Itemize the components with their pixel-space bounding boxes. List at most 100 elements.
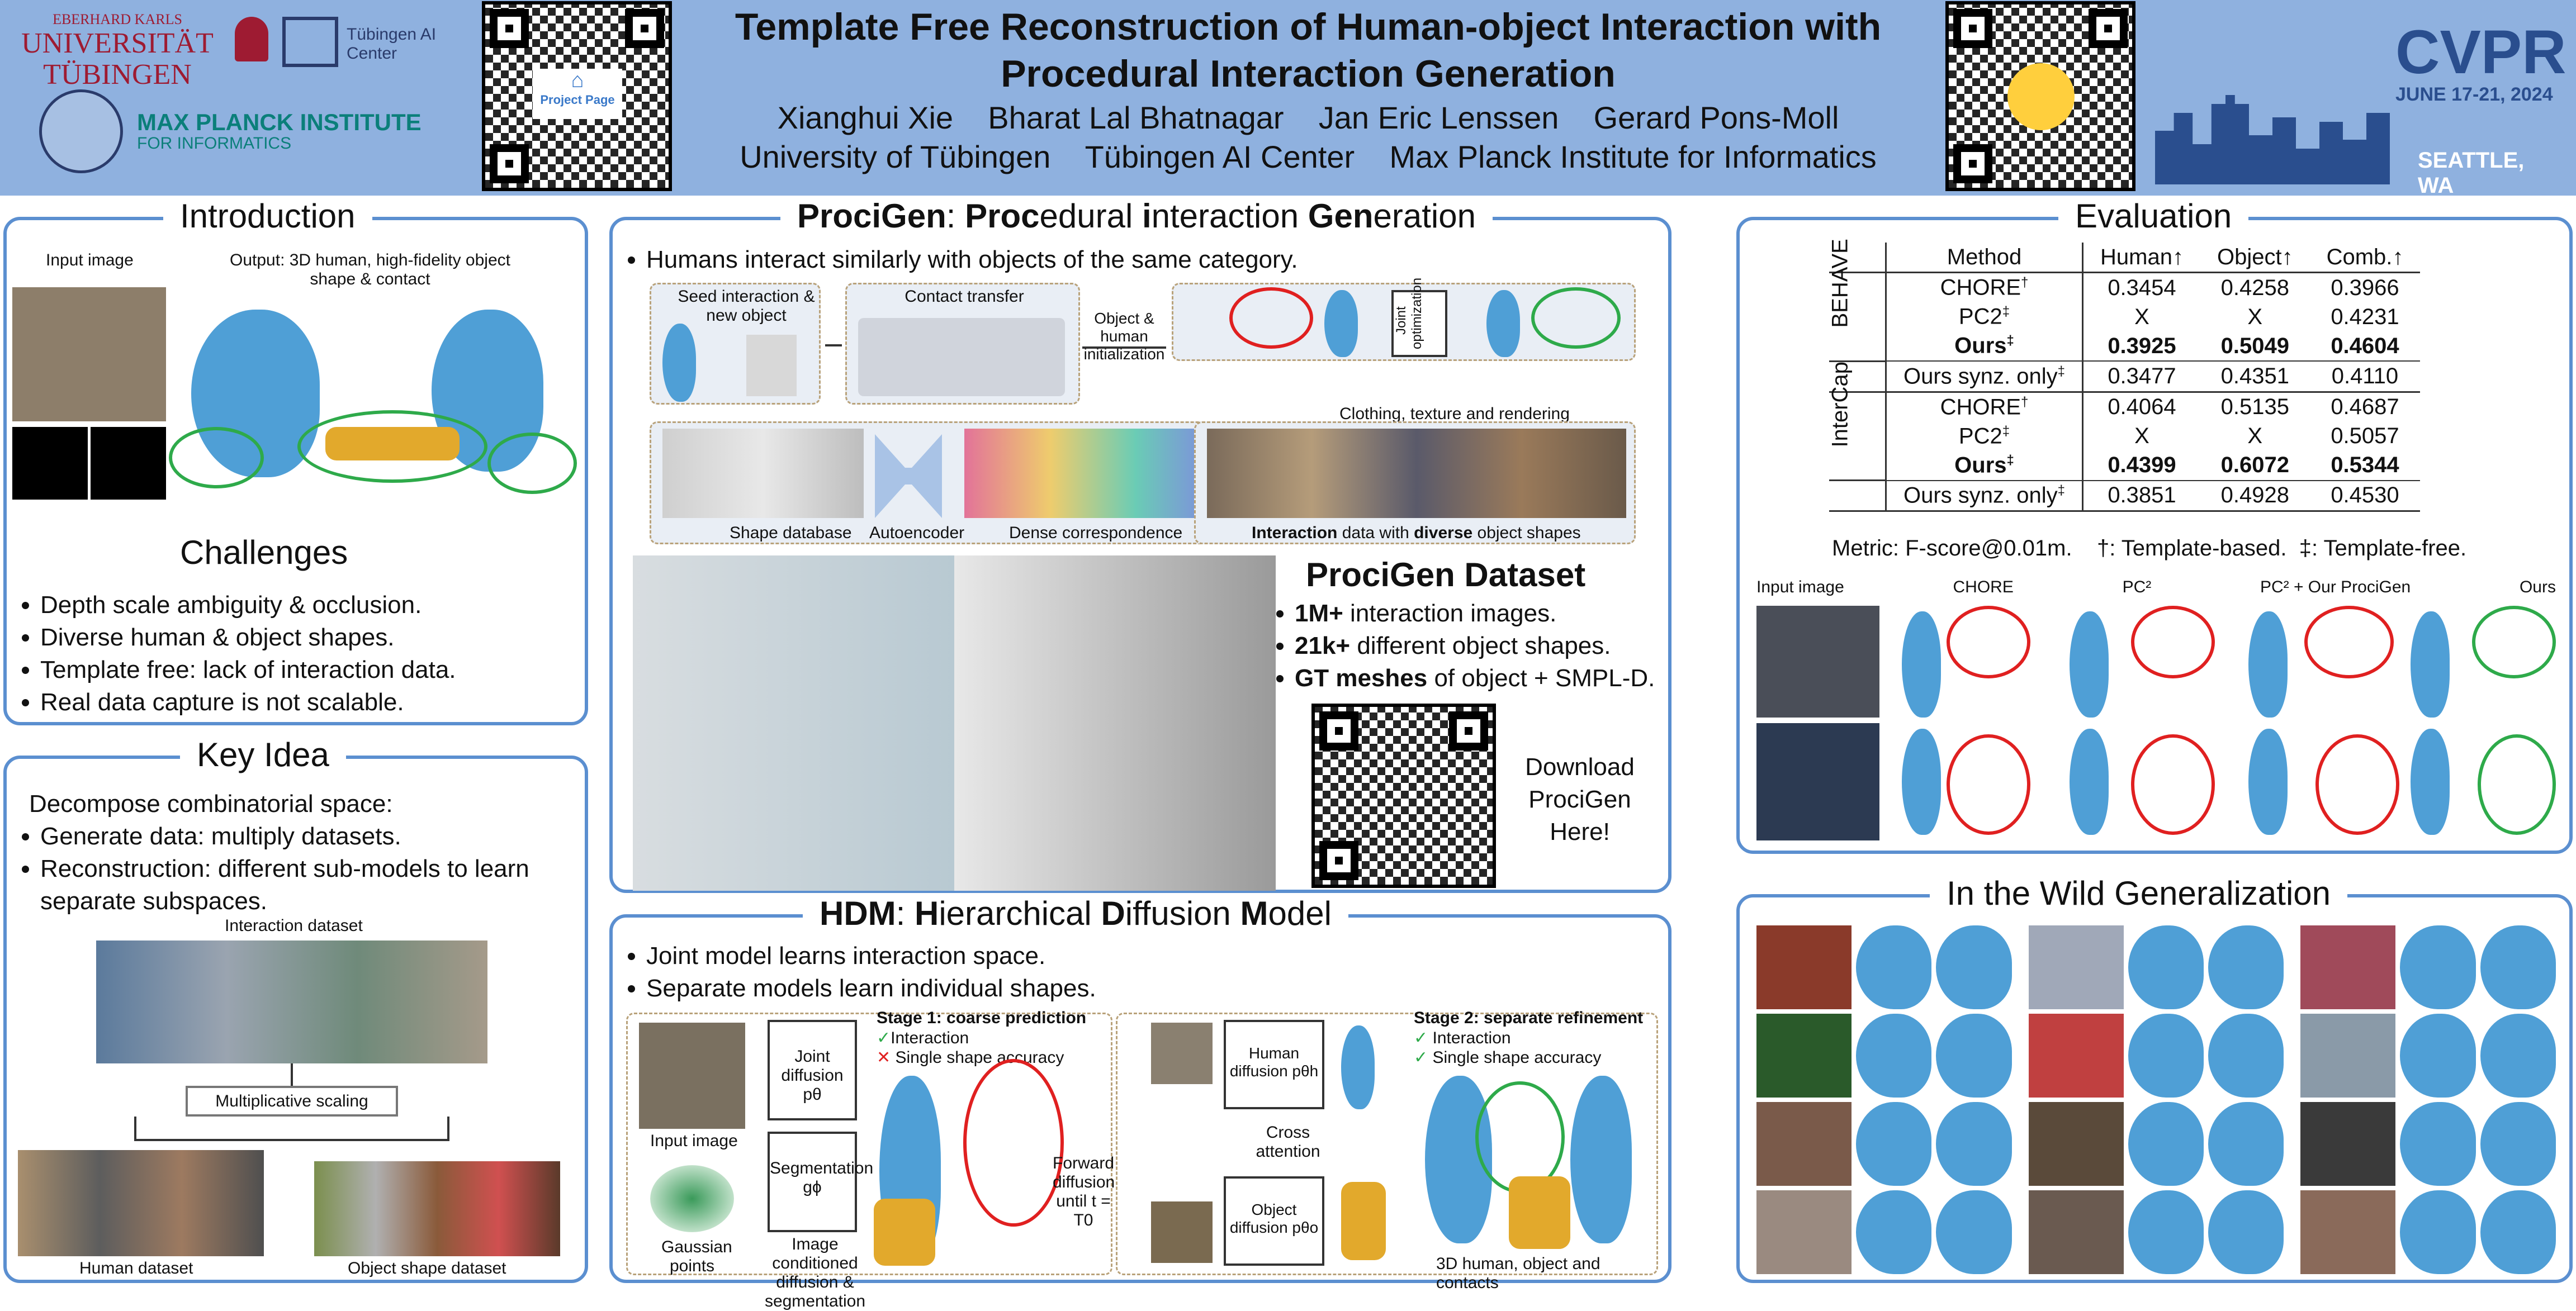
table-header-cell: Comb.↑	[2309, 243, 2421, 273]
wild-recon	[2128, 1190, 2204, 1274]
score-cell: 0.4258	[2200, 273, 2310, 303]
column-label: Ours	[2519, 578, 2556, 596]
wild-recon	[1936, 925, 2012, 1009]
dataset-item: 1M+ interaction images.	[1295, 597, 1703, 630]
score-cell: 0.4399	[2082, 450, 2200, 481]
challenge-item: Real data capture is not scalable.	[40, 686, 610, 719]
stage-2-ok2-label: Single shape accuracy	[1432, 1048, 1602, 1067]
score-value: 0.4351	[2220, 363, 2289, 388]
score-cell: X	[2083, 302, 2200, 331]
arrow-c-d	[1082, 346, 1166, 349]
object-crop-image	[1151, 1201, 1213, 1263]
score-cell: 0.5135	[2200, 392, 2310, 422]
step-c-box: Contact transfer	[845, 283, 1080, 405]
pc2-human-2	[2070, 729, 2109, 835]
score-value: 0.5057	[2331, 424, 2399, 448]
dataset-item-bold: 1M+	[1295, 600, 1343, 627]
cvpr-city: SEATTLE, WA	[2418, 148, 2525, 198]
wild-recon	[2480, 1014, 2556, 1098]
dataset-item-bold: GT meshes	[1295, 664, 1428, 692]
huggingface-qr[interactable]	[1945, 1, 2135, 191]
human-dataset-image	[18, 1150, 264, 1256]
wild-photo	[1756, 1014, 1852, 1098]
legend-template-based: †: Template-based.	[2097, 536, 2287, 560]
init-human	[1324, 290, 1358, 357]
score-cell: X	[2200, 302, 2310, 331]
contact-transfer-image	[858, 318, 1065, 396]
check-icon: ✓	[1414, 1029, 1433, 1047]
method-marker: ‡	[2057, 363, 2066, 379]
wild-recon	[1856, 1014, 1932, 1098]
wild-recon	[2400, 1014, 2476, 1098]
method-name: Ours	[1954, 453, 2007, 478]
ours-human-1	[2411, 611, 2450, 718]
final-object	[1509, 1176, 1570, 1249]
autoencoder-label: Autoencoder	[869, 524, 965, 542]
challenge-item: Diverse human & object shapes.	[40, 621, 610, 654]
stage-1-title: Stage 1: coarse prediction	[877, 1009, 1087, 1027]
wild-photo	[1756, 1102, 1852, 1186]
score-cell: 0.4231	[2310, 302, 2421, 331]
project-page-qr[interactable]: ⌂ Project Page	[482, 1, 672, 191]
score-cell: 0.3454	[2083, 273, 2200, 303]
challenge-item: Depth scale ambiguity & occlusion.	[40, 589, 610, 621]
dense-correspondence-image	[964, 429, 1221, 518]
wild-photo	[2028, 925, 2124, 1009]
score-value: 0.4604	[2331, 333, 2399, 358]
check-icon: ✓	[877, 1029, 891, 1047]
chore-human-1	[1902, 611, 1941, 718]
skateboard-object	[325, 427, 460, 460]
dataset-item-text: different object shapes.	[1350, 632, 1611, 659]
pc2-human-1	[2070, 611, 2109, 718]
stage-2-box: Human diffusion pθh Cross attention Obje…	[1116, 1009, 1658, 1292]
uni-top-text: EBERHARD KARLS	[53, 11, 182, 27]
uni-name-text: UNIVERSITÄT TÜBINGEN	[21, 27, 214, 91]
wild-recon	[2128, 1014, 2204, 1098]
wild-recon	[2128, 1102, 2204, 1186]
qr-label-box: ⌂ Project Page	[533, 69, 622, 119]
dataset-download-qr[interactable]	[1311, 704, 1496, 888]
human-dataset-label: Human dataset	[79, 1259, 193, 1277]
wild-recon	[2400, 1190, 2476, 1274]
method-name: PC2	[1958, 424, 2002, 449]
dense-correspondence-label: Dense correspondence	[1009, 524, 1183, 542]
score-value: X	[2247, 304, 2263, 329]
autoencoder-icon	[875, 434, 942, 518]
title-part: i	[1142, 197, 1152, 235]
dataset-group-label: BEHAVE	[1827, 239, 1853, 328]
joint-diffusion-box: Joint diffusion pθ	[768, 1020, 857, 1120]
dataset-list: 1M+ interaction images. 21k+ different o…	[1261, 597, 1703, 695]
score-value: X	[2134, 424, 2149, 448]
legend-template-free: ‡: Template-free.	[2299, 536, 2467, 560]
dataset-group-spacer	[1829, 480, 1887, 512]
score-cell: 0.3477	[2082, 361, 2200, 393]
title-part: HDM	[820, 895, 896, 932]
joint-optimization-box: Joint optimization	[1391, 278, 1447, 357]
title-part: edural	[1039, 197, 1142, 235]
score-cell: 0.4110	[2309, 361, 2421, 393]
eval-input-1	[1756, 606, 1879, 718]
chore-ring-2	[1947, 734, 2030, 835]
cross-icon: ✕	[877, 1048, 896, 1067]
wild-recon	[1936, 1102, 2012, 1186]
score-value: 0.5344	[2331, 453, 2399, 477]
comparison-columns: Input image CHORE PC² PC² + Our ProciGen…	[1756, 578, 2556, 597]
score-cell: 0.5057	[2310, 422, 2421, 451]
coarse-zoom-ring	[963, 1059, 1064, 1227]
wild-photo	[2300, 1102, 2396, 1186]
score-cell: 0.6072	[2200, 450, 2310, 481]
human-diffusion-box: Human diffusion pθh	[1224, 1020, 1324, 1109]
stage-2-ok2: ✓ Single shape accuracy	[1414, 1048, 1601, 1067]
chore-human-2	[1902, 729, 1941, 835]
wild-recon	[2400, 925, 2476, 1009]
score-cell: 0.4687	[2310, 392, 2421, 422]
wild-photo	[1756, 1190, 1852, 1274]
procigen-dataset-image	[633, 555, 1276, 891]
home-icon: ⌂	[571, 69, 584, 92]
title-part: iffusion	[1125, 895, 1240, 932]
wild-recon	[1936, 1014, 2012, 1098]
